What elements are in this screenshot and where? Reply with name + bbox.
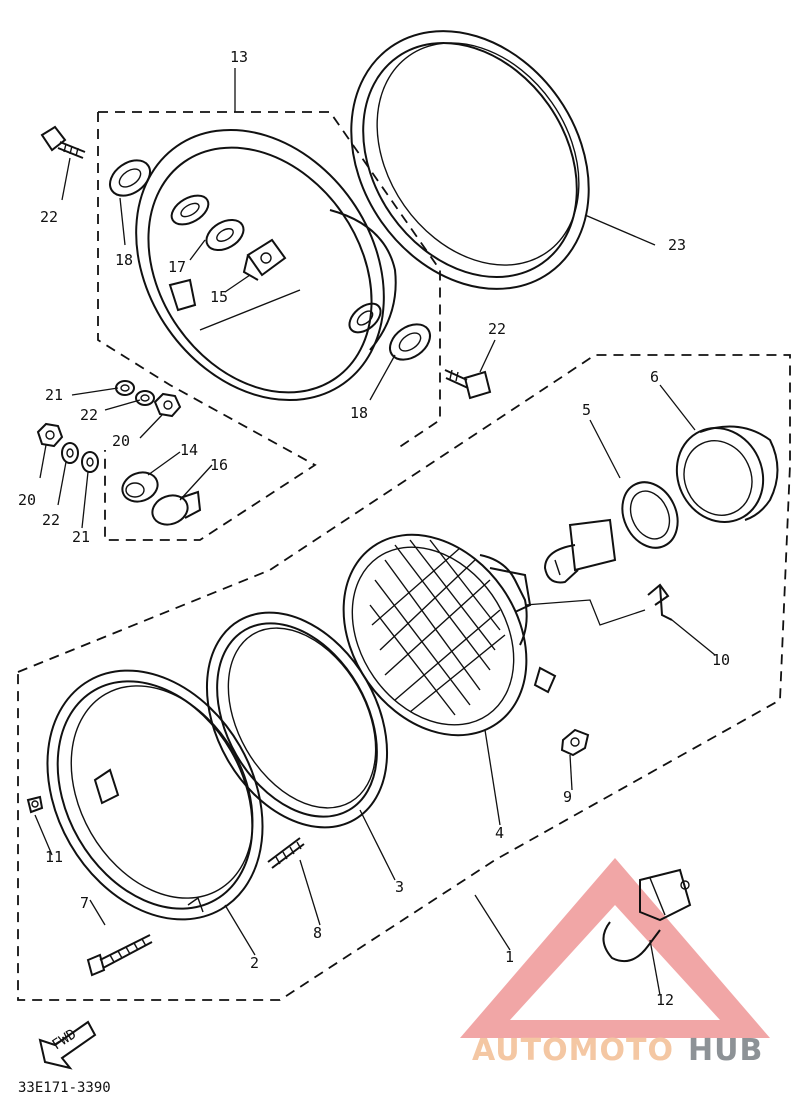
grommet-18-upper [109, 159, 151, 197]
grommet-18-lower [389, 323, 431, 361]
part-label-9: 9 [563, 788, 572, 806]
lens-pattern [369, 539, 506, 716]
part-label-20-lower: 20 [18, 491, 36, 509]
washer-22-lower [61, 442, 79, 464]
automotohub-watermark: AUTOMOTO HUB [460, 858, 770, 1068]
part-label-18-upper: 18 [115, 251, 133, 269]
group-outline-13 [97, 111, 441, 541]
headlight-rim-2 [46, 669, 264, 921]
clip-10 [647, 583, 673, 621]
part-label-11: 11 [45, 848, 63, 866]
part-label-7: 7 [80, 894, 89, 912]
part-label-14: 14 [180, 441, 198, 459]
part-label-2: 2 [250, 954, 259, 972]
group-outline-1 [17, 354, 791, 1001]
watermark-text-a: AUTOMOTO [472, 1033, 674, 1068]
part-label-13: 13 [230, 48, 248, 66]
retaining-ring-5 [621, 481, 679, 549]
part-label-3: 3 [395, 878, 404, 896]
part-label-4: 4 [495, 824, 504, 842]
reference-code: 33E171-3390 [18, 1080, 111, 1096]
part-label-5: 5 [582, 401, 591, 419]
screw-7 [86, 934, 153, 977]
watermark-text-b: HUB [688, 1033, 763, 1068]
part-label-22-lower: 22 [42, 511, 60, 529]
socket-cover-6 [675, 425, 779, 523]
part-label-15: 15 [210, 288, 228, 306]
sealed-beam-4 [342, 533, 557, 737]
collar-16 [151, 490, 202, 526]
part-label-8: 8 [313, 924, 322, 942]
nut-20-upper [153, 392, 182, 418]
nut-9 [560, 728, 590, 757]
bulb-12 [602, 868, 692, 962]
washer-22-upper [135, 390, 155, 406]
part-label-19-lower: 22 [488, 320, 506, 338]
leader-lines [34, 68, 716, 956]
direction-arrow-icon [38, 1020, 97, 1070]
part-label-16: 16 [210, 456, 228, 474]
headlight-housing-13 [135, 128, 397, 402]
part-label-21-lower: 21 [72, 528, 90, 546]
part-label-1: 1 [505, 948, 514, 966]
bolt-19-upper [40, 125, 86, 159]
screw-8 [267, 837, 305, 869]
part-label-12: 12 [656, 991, 674, 1009]
bushing-14 [121, 471, 159, 503]
nut-20-lower [36, 422, 64, 448]
part-label-23: 23 [668, 236, 686, 254]
watermark-triangle-icon [460, 858, 770, 1038]
bolt-19-lower [444, 369, 492, 400]
part-label-22-upper: 22 [80, 406, 98, 424]
part-label-19-upper: 22 [40, 208, 58, 226]
washer-21-upper [115, 380, 135, 396]
part-label-17: 17 [168, 258, 186, 276]
part-label-21-upper: 21 [45, 386, 63, 404]
part-label-10: 10 [712, 651, 730, 669]
part-label-6: 6 [650, 368, 659, 386]
part-number-callouts: 13 22 18 17 15 23 22 18 21 22 20 14 16 2… [18, 48, 730, 1009]
rim-ring-23 [350, 30, 590, 290]
washer-21-lower [81, 451, 99, 473]
bulb [543, 518, 617, 584]
mount-bracket-15 [242, 238, 287, 281]
part-label-20-upper: 20 [112, 432, 130, 450]
screw-11 [26, 795, 44, 814]
fwd-arrow: FWD [38, 1020, 97, 1070]
rim-ring-3 [205, 611, 389, 829]
part-label-18-lower: 18 [350, 404, 368, 422]
gasket-17 [205, 218, 245, 252]
